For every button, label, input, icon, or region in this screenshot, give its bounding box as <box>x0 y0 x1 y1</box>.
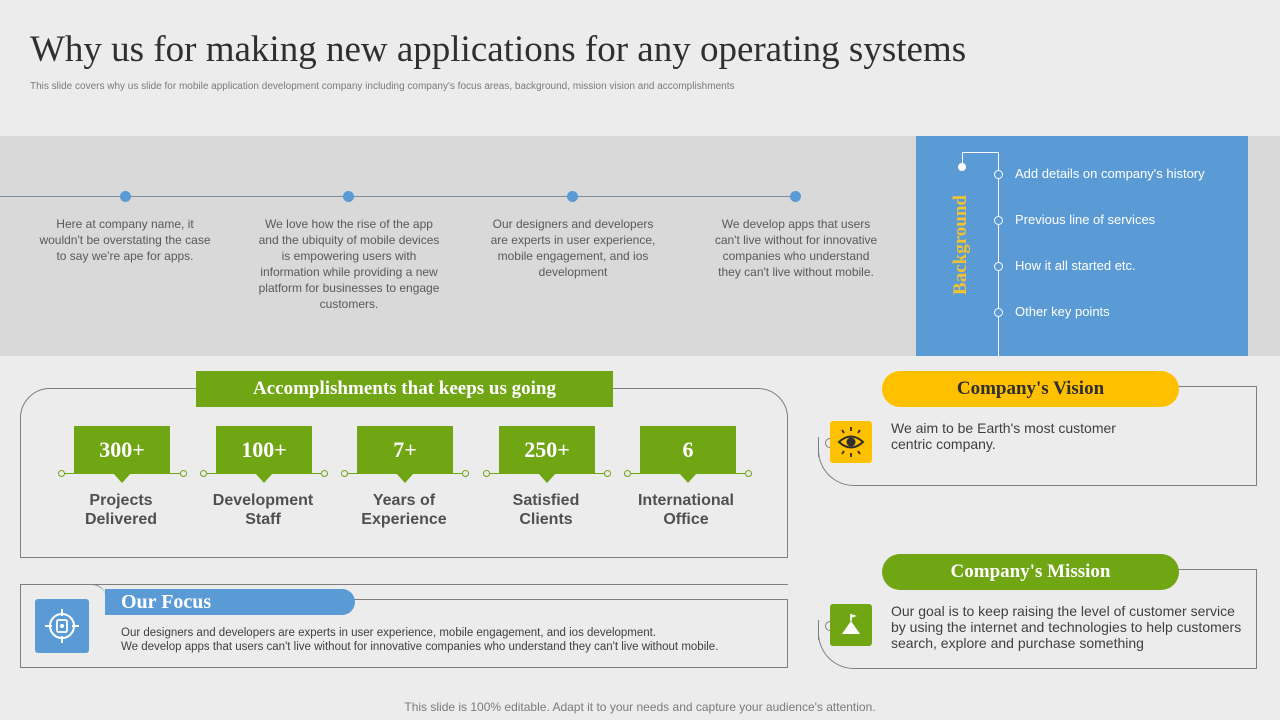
background-item-1: Add details on company's history <box>1015 166 1205 181</box>
focus-frame <box>20 584 788 668</box>
focus-frame-line <box>104 599 788 600</box>
timeline-dot <box>567 191 578 202</box>
stat-value-clients: 250+ <box>499 426 595 474</box>
background-vertical-line <box>998 152 999 356</box>
timeline-dot <box>343 191 354 202</box>
vision-title: Company's Vision <box>882 371 1179 407</box>
stat-value-projects: 300+ <box>74 426 170 474</box>
background-label: Background <box>950 195 971 295</box>
mission-title: Company's Mission <box>882 554 1179 590</box>
slide-subtitle: This slide covers why us slide for mobil… <box>30 81 735 92</box>
stat-dot <box>321 470 328 477</box>
stat-notch <box>113 473 131 483</box>
background-panel <box>916 136 1248 356</box>
stat-dot <box>341 470 348 477</box>
timeline-text-2: We love how the rise of the app and the … <box>258 217 440 311</box>
timeline-text-1: Here at company name, it wouldn't be ove… <box>39 217 211 263</box>
slide-title: Why us for making new applications for a… <box>30 29 967 70</box>
background-node <box>994 262 1003 271</box>
stat-dot <box>200 470 207 477</box>
stat-notch <box>538 473 556 483</box>
stat-dot <box>604 470 611 477</box>
timeline-text-4: We develop apps that users can't live wi… <box>714 217 878 279</box>
background-item-2: Previous line of services <box>1015 212 1156 227</box>
stat-notch <box>396 473 414 483</box>
stat-dot <box>180 470 187 477</box>
slide-footer: This slide is 100% editable. Adapt it to… <box>404 700 876 714</box>
background-item-4: Other key points <box>1015 304 1110 319</box>
stat-notch <box>255 473 273 483</box>
accomplishments-title: Accomplishments that keeps us going <box>196 371 613 407</box>
background-node <box>994 170 1003 179</box>
timeline-dot <box>120 191 131 202</box>
background-item-3: How it all started etc. <box>1015 258 1136 273</box>
timeline-text-3: Our designers and developers are experts… <box>490 217 656 279</box>
stat-dot <box>624 470 631 477</box>
mission-text: Our goal is to keep raising the level of… <box>891 603 1242 651</box>
stat-dot <box>58 470 65 477</box>
stat-dot <box>745 470 752 477</box>
vision-text: We aim to be Earth's most customer centr… <box>891 420 1116 452</box>
stat-dot <box>462 470 469 477</box>
stat-value-staff: 100+ <box>216 426 312 474</box>
timeline-dot <box>790 191 801 202</box>
focus-title: Our Focus <box>121 591 212 613</box>
vision-frame-edge <box>818 437 819 457</box>
timeline-line <box>0 196 800 197</box>
focus-text: Our designers and developers are experts… <box>121 627 719 653</box>
focus-frame-tab <box>20 584 106 602</box>
background-connector <box>962 152 963 166</box>
background-start-dot <box>958 163 966 171</box>
stat-dot <box>483 470 490 477</box>
background-node <box>994 308 1003 317</box>
eye-icon <box>830 421 872 463</box>
stat-value-office: 6 <box>640 426 736 474</box>
focus-title-bar <box>105 589 355 615</box>
mission-frame-edge <box>818 620 819 640</box>
stat-notch <box>679 473 697 483</box>
background-connector <box>962 152 998 153</box>
stat-value-years: 7+ <box>357 426 453 474</box>
target-icon <box>35 599 89 653</box>
background-node <box>994 216 1003 225</box>
mountain-flag-icon <box>830 604 872 646</box>
